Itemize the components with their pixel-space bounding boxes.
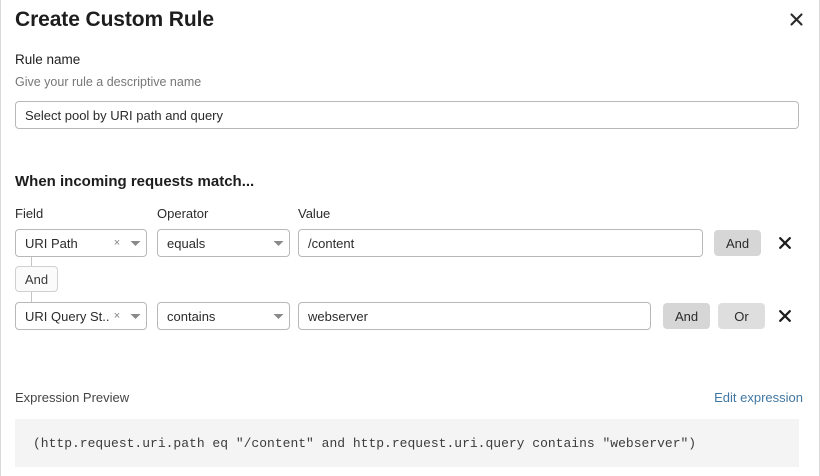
clear-icon[interactable]: × xyxy=(113,309,121,322)
edit-expression-link[interactable]: Edit expression xyxy=(714,390,803,405)
rule-name-label: Rule name xyxy=(15,52,81,67)
chevron-down-icon[interactable] xyxy=(267,313,289,320)
condition-and-button-1[interactable]: And xyxy=(714,230,761,256)
dialog-title: Create Custom Rule xyxy=(15,8,214,31)
condition-operator-select-2[interactable]: contains xyxy=(157,302,290,330)
expression-preview-code: (http.request.uri.path eq "/content" and… xyxy=(15,419,799,467)
condition-field-select-1[interactable]: URI Path × xyxy=(15,229,147,257)
condition-value-input-1[interactable] xyxy=(298,229,703,257)
condition-value-input-2[interactable] xyxy=(298,302,651,330)
close-icon[interactable] xyxy=(783,6,809,32)
delete-condition-button-2[interactable] xyxy=(775,305,795,327)
condition-or-button-2[interactable]: Or xyxy=(718,303,765,329)
expression-preview-label: Expression Preview xyxy=(15,390,130,405)
condition-operator-value-2: contains xyxy=(167,308,216,324)
delete-condition-button-1[interactable] xyxy=(775,232,795,254)
column-header-operator: Operator xyxy=(157,206,209,221)
condition-field-value-2: URI Query St... xyxy=(25,308,110,324)
connector-line-top xyxy=(31,257,32,267)
conditions-section-heading: When incoming requests match... xyxy=(15,173,255,190)
rule-name-input[interactable] xyxy=(15,101,799,129)
chevron-down-icon[interactable] xyxy=(267,240,289,247)
chevron-down-icon[interactable] xyxy=(124,240,146,247)
rule-name-hint: Give your rule a descriptive name xyxy=(15,75,202,89)
clear-icon[interactable]: × xyxy=(113,236,121,249)
column-header-value: Value xyxy=(298,206,331,221)
condition-and-button-2[interactable]: And xyxy=(663,303,710,329)
condition-connector-and-badge[interactable]: And xyxy=(15,266,58,292)
condition-field-select-2[interactable]: URI Query St... × xyxy=(15,302,147,330)
condition-operator-select-1[interactable]: equals xyxy=(157,229,290,257)
condition-operator-value-1: equals xyxy=(167,235,206,251)
chevron-down-icon[interactable] xyxy=(124,313,146,320)
connector-line-bottom xyxy=(31,292,32,302)
column-header-field: Field xyxy=(15,206,44,221)
condition-field-value-1: URI Path xyxy=(25,235,78,251)
